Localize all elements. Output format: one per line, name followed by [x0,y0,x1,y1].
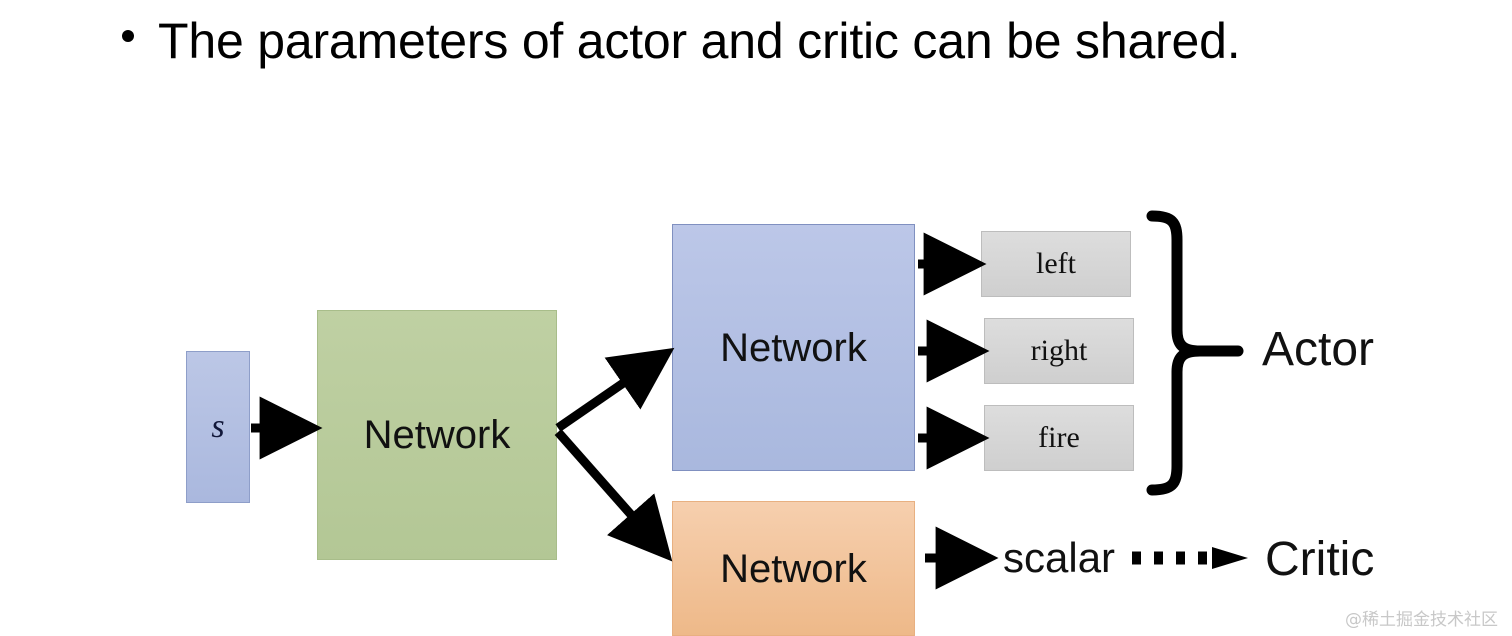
actor-network-label: Network [720,325,867,370]
action-label-left: left [1036,247,1076,280]
action-label-fire: fire [1038,421,1080,454]
critic-group-label: Critic [1265,533,1375,586]
critic-network-label: Network [720,546,867,591]
actor-group-label: Actor [1262,323,1375,376]
action-label-right: right [1030,334,1088,367]
state-input-box: s [186,351,250,503]
shared-network-box: Network [317,310,557,560]
critic-network-box: Network [672,501,915,636]
watermark-text: @稀土掘金技术社区 [1345,610,1498,630]
arrow-shared-to-critic-network [554,429,673,562]
dotted-arrowhead-critic [1212,547,1248,569]
action-box-left: left [981,231,1131,297]
shared-network-label: Network [363,413,511,457]
bullet-marker-icon [122,30,134,42]
actor-grouping-brace [1146,210,1206,496]
state-input-label: s [211,408,225,445]
action-box-right: right [984,318,1134,384]
actor-network-box: Network [672,224,915,471]
scalar-output-label: scalar [1003,534,1116,581]
action-box-fire: fire [984,405,1134,471]
arrow-shared-to-actor-network [555,347,675,432]
bullet-text: The parameters of actor and critic can b… [158,13,1241,69]
